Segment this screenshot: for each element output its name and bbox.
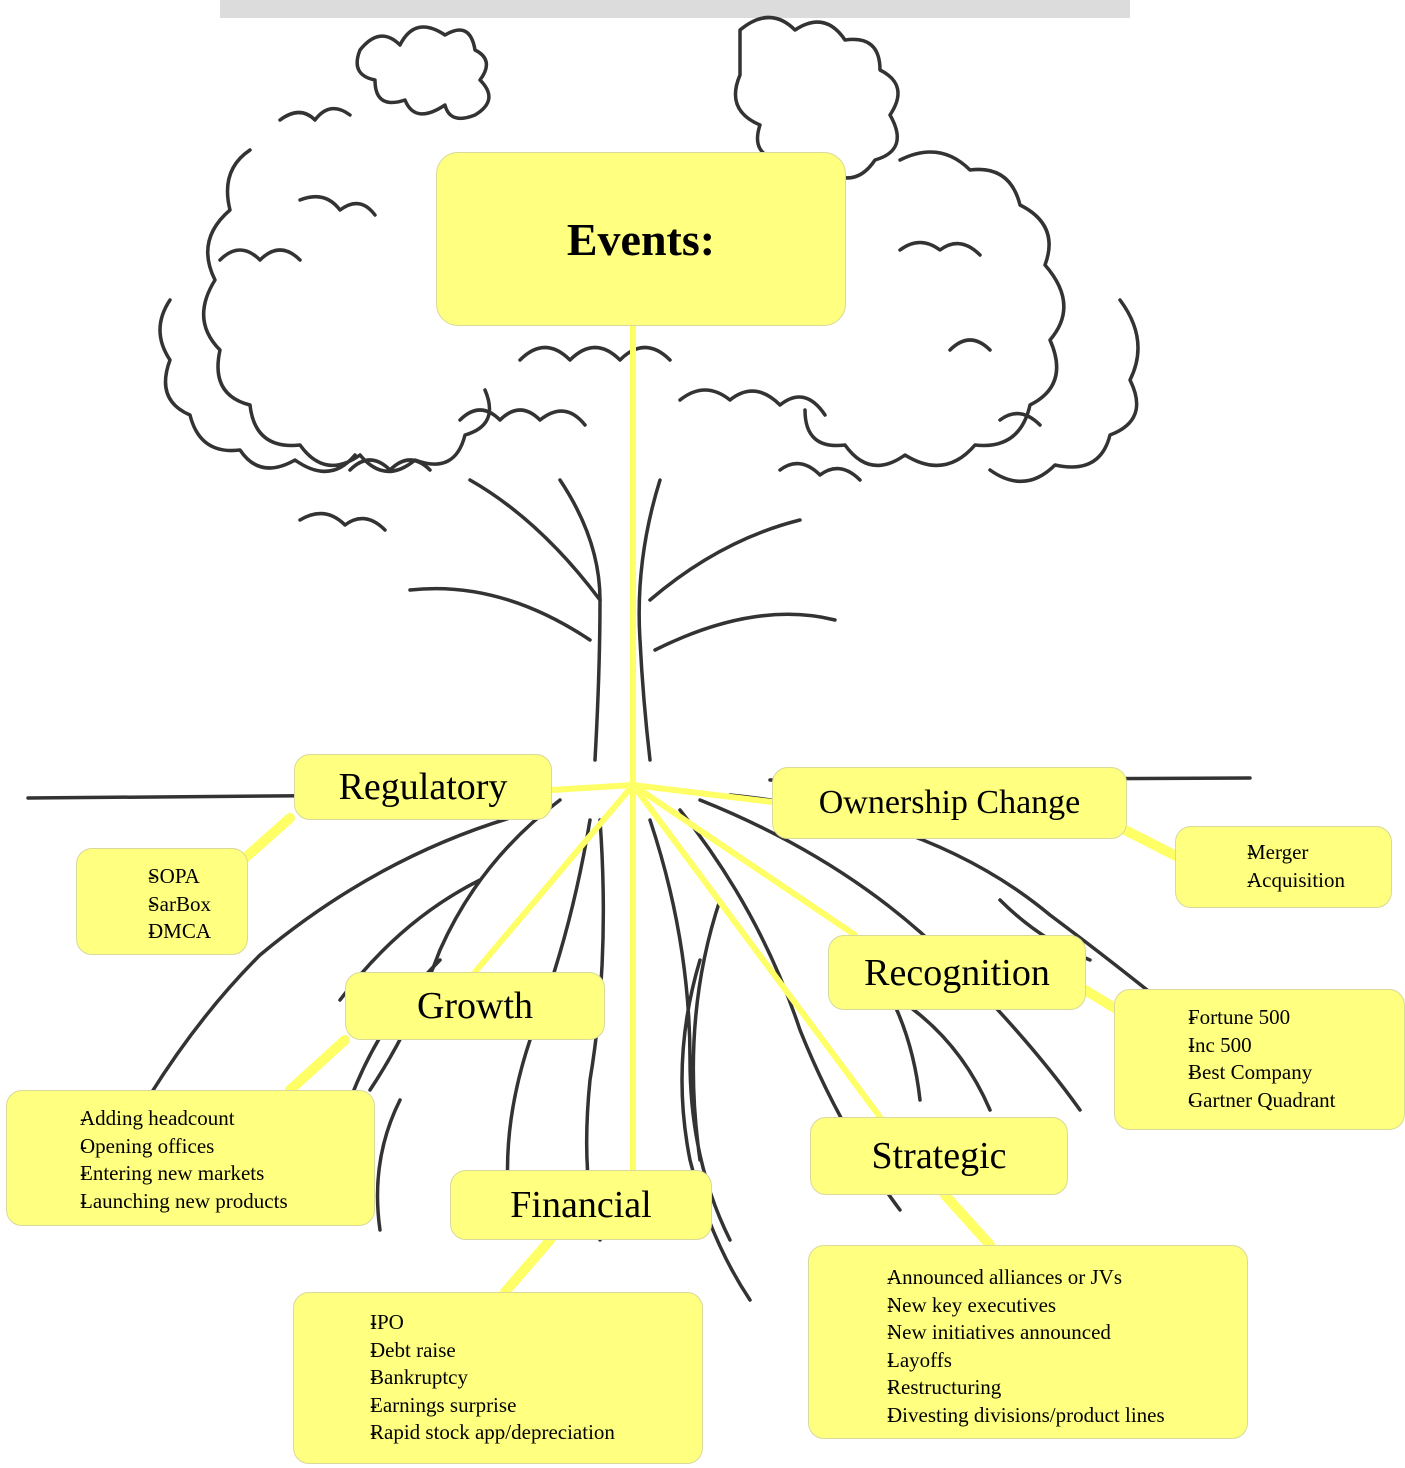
canopy-detail xyxy=(218,106,1042,532)
list-item: Debt raise xyxy=(324,1337,702,1365)
list-item: New initiatives announced xyxy=(840,1319,1247,1347)
list-item: Best Company xyxy=(1140,1059,1404,1087)
list-item: Inc 500 xyxy=(1140,1032,1404,1060)
list-item: Divesting divisions/product lines xyxy=(840,1402,1247,1430)
category-strategic-title: Strategic xyxy=(810,1117,1068,1195)
list-item: Launching new products xyxy=(32,1188,374,1216)
connector-ownership xyxy=(630,782,775,805)
list-item: Earnings surprise xyxy=(324,1392,702,1420)
branch-left xyxy=(408,478,602,642)
connector-recognition xyxy=(630,782,858,938)
list-item: Adding headcount xyxy=(32,1105,374,1133)
connector-growth xyxy=(472,782,636,975)
list-item: Acquisition xyxy=(1201,867,1391,895)
category-recognition-title: Recognition xyxy=(828,935,1086,1010)
list-item: Rapid stock app/depreciation xyxy=(324,1419,702,1447)
list-item: Opening offices xyxy=(32,1133,374,1161)
list-item: Bankruptcy xyxy=(324,1364,702,1392)
connector-regulatory xyxy=(549,782,636,793)
branch-right xyxy=(648,518,837,652)
trunk-right xyxy=(637,478,662,762)
category-ownership-details: Merger Acquisition xyxy=(1175,826,1392,908)
list-item: New key executives xyxy=(840,1292,1247,1320)
connector-financial-detail xyxy=(500,1235,555,1297)
category-ownership-title: Ownership Change xyxy=(772,767,1127,839)
connector-strategic-detail xyxy=(940,1190,995,1250)
connector-growth-detail xyxy=(285,1035,350,1095)
category-growth-title: Growth xyxy=(345,972,605,1040)
category-regulatory-details: SOPA SarBox DMCA xyxy=(76,848,248,955)
connector-strategic xyxy=(630,782,883,1120)
category-strategic-details: Announced alliances or JVs New key execu… xyxy=(808,1245,1248,1439)
list-item: Announced alliances or JVs xyxy=(840,1264,1247,1292)
list-item: IPO xyxy=(324,1309,702,1337)
connector-ownership-detail xyxy=(1120,825,1183,862)
category-regulatory-title: Regulatory xyxy=(294,754,552,820)
category-financial-title: Financial xyxy=(450,1170,712,1240)
list-item: Layoffs xyxy=(840,1347,1247,1375)
list-item: SOPA xyxy=(102,863,247,891)
trunk-left xyxy=(558,478,602,762)
connector-recognition-detail xyxy=(1080,985,1123,1015)
list-item: Restructuring xyxy=(840,1374,1247,1402)
list-item: DMCA xyxy=(102,918,247,946)
list-item: Gartner Quadrant xyxy=(1140,1087,1404,1115)
list-item: Entering new markets xyxy=(32,1160,374,1188)
connector-regulatory-detail xyxy=(240,813,295,863)
category-growth-details: Adding headcount Opening offices Enterin… xyxy=(6,1090,375,1226)
list-item: Merger xyxy=(1201,839,1391,867)
top-banner-strip xyxy=(220,0,1130,18)
roots xyxy=(148,793,1192,1302)
root-node-events: Events: xyxy=(436,152,846,326)
list-item: Fortune 500 xyxy=(1140,1004,1404,1032)
canopy-outline xyxy=(158,15,1140,484)
category-financial-details: IPO Debt raise Bankruptcy Earnings surpr… xyxy=(293,1292,703,1464)
list-item: SarBox xyxy=(102,891,247,919)
category-recognition-details: Fortune 500 Inc 500 Best Company Gartner… xyxy=(1114,989,1405,1130)
